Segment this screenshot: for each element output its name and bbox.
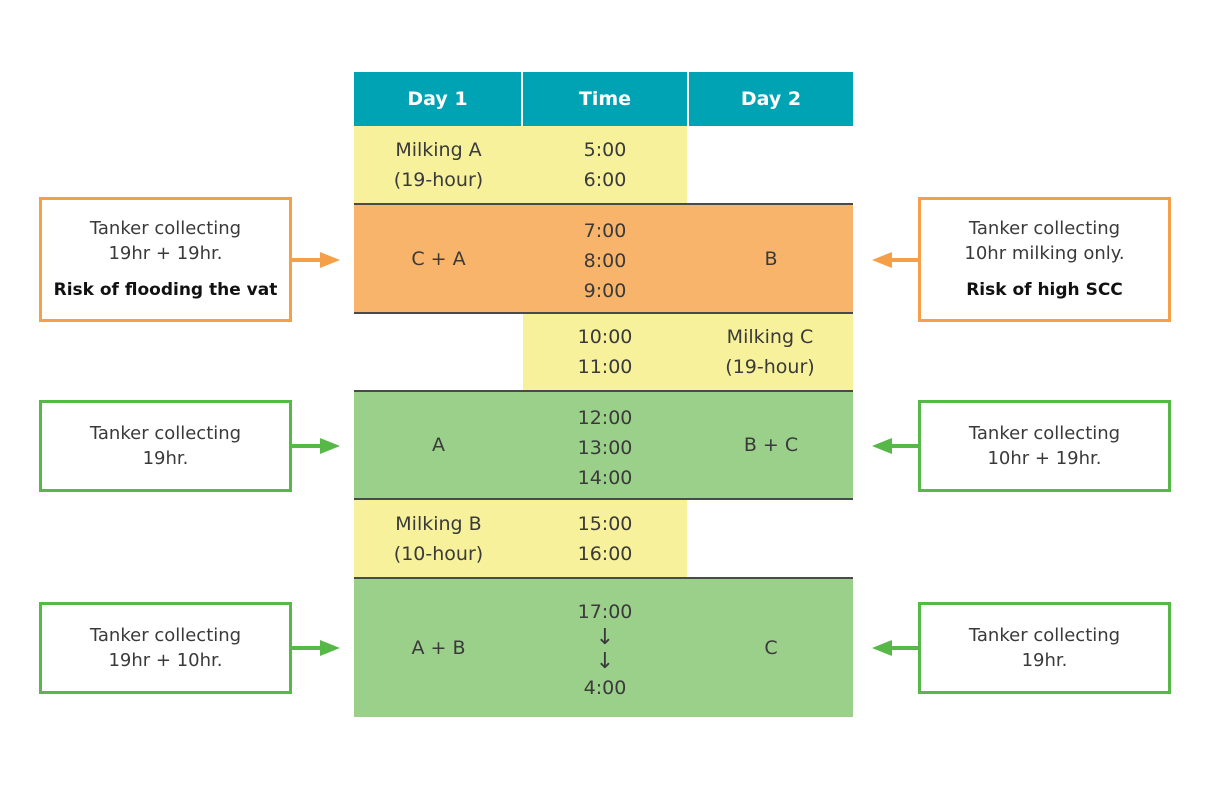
- callout-line: Tanker collecting: [89, 423, 242, 444]
- time-label: 15:00: [577, 512, 633, 535]
- header-day1: Day 1: [354, 72, 521, 126]
- callout-line: 19hr + 10hr.: [108, 650, 223, 671]
- time-cell-12-14: 12:00 13:00 14:00: [523, 402, 687, 493]
- row-divider: [354, 312, 853, 314]
- time-label: 10:00: [577, 326, 633, 348]
- right-arrow-icon: [292, 252, 340, 268]
- milking-a-cell: Milking A (19-hour): [354, 126, 523, 204]
- left-arrow-icon: [872, 438, 920, 454]
- callout-right-orange: Tanker collecting 10hr milking only. Ris…: [918, 197, 1171, 322]
- collection-label: A: [432, 434, 445, 456]
- callout-right-green-2: Tanker collecting 19hr.: [918, 602, 1171, 694]
- day1-collection-a-b: A + B: [354, 579, 523, 717]
- callout-line: Tanker collecting: [89, 218, 242, 239]
- time-label: 8:00: [583, 249, 627, 272]
- milking-b-duration: (10-hour): [393, 542, 484, 565]
- left-arrow-icon: [872, 252, 920, 268]
- right-arrow-icon: [292, 640, 340, 656]
- callout-right-green-1: Tanker collecting 10hr + 19hr.: [918, 400, 1171, 492]
- header-time: Time: [523, 72, 687, 126]
- callout-left-green-2: Tanker collecting 19hr + 10hr.: [39, 602, 292, 694]
- callout-line: 19hr.: [142, 448, 189, 469]
- row-divider: [354, 498, 853, 500]
- row-divider: [354, 203, 853, 205]
- risk-warning: Risk of flooding the vat: [53, 280, 278, 300]
- risk-warning: Risk of high SCC: [966, 280, 1123, 300]
- time-cell-5-6: 5:00 6:00: [523, 126, 687, 204]
- callout-line: 19hr + 19hr.: [108, 243, 223, 264]
- time-cell-10-11: 10:00 11:00: [523, 314, 687, 390]
- time-label: 17:00: [577, 600, 633, 623]
- callout-line: Tanker collecting: [968, 625, 1121, 646]
- collection-label: B + C: [743, 434, 799, 456]
- collection-label: C + A: [411, 247, 466, 270]
- milking-c-label: Milking C: [726, 326, 814, 348]
- milking-a-duration: (19-hour): [393, 169, 484, 191]
- time-label: 9:00: [583, 279, 627, 302]
- collection-row-green-1: [354, 392, 853, 498]
- collection-label: C: [764, 637, 778, 659]
- callout-line: Tanker collecting: [968, 423, 1121, 444]
- time-label: 4:00: [583, 676, 627, 699]
- time-label: 12:00: [577, 406, 633, 429]
- callout-line: Tanker collecting: [968, 218, 1121, 239]
- milking-b-label: Milking B: [395, 512, 482, 535]
- callout-left-orange: Tanker collecting 19hr + 19hr. Risk of f…: [39, 197, 292, 322]
- time-label: 5:00: [583, 139, 627, 161]
- day2-collection-b-c: B + C: [689, 392, 853, 498]
- left-arrow-icon: [872, 640, 920, 656]
- callout-line: 19hr.: [1021, 650, 1068, 671]
- day2-collection-b: B: [689, 205, 853, 312]
- day1-collection-c-a: C + A: [354, 205, 523, 312]
- row-divider: [354, 577, 853, 579]
- time-cell-15-16: 15:00 16:00: [523, 500, 687, 577]
- down-arrow-icon: ↓: [595, 624, 615, 650]
- milking-b-cell: Milking B (10-hour): [354, 500, 523, 577]
- down-arrow-icon: ↓: [595, 648, 615, 674]
- milking-c-duration: (19-hour): [725, 356, 815, 378]
- milking-c-cell: Milking C (19-hour): [687, 314, 853, 390]
- callout-line: 10hr milking only.: [964, 243, 1125, 264]
- time-label: 13:00: [577, 436, 633, 459]
- time-label: 7:00: [583, 219, 627, 242]
- row-divider: [354, 390, 853, 392]
- time-cell-17-4: 17:00 ↓ ↓ 4:00: [523, 589, 687, 710]
- time-label: 14:00: [577, 466, 633, 489]
- header-day2: Day 2: [689, 72, 853, 126]
- callout-line: Tanker collecting: [89, 625, 242, 646]
- time-label: 11:00: [577, 356, 633, 378]
- time-label: 6:00: [583, 169, 627, 191]
- time-label: 16:00: [577, 542, 633, 565]
- collection-row-orange: [354, 205, 853, 312]
- callout-line: 10hr + 19hr.: [987, 448, 1102, 469]
- collection-label: B: [764, 247, 778, 270]
- day1-collection-a: A: [354, 392, 523, 498]
- collection-row-green-2: [354, 579, 853, 717]
- milking-a-label: Milking A: [395, 139, 482, 161]
- collection-label: A + B: [411, 637, 466, 659]
- right-arrow-icon: [292, 438, 340, 454]
- day2-collection-c: C: [689, 579, 853, 717]
- callout-left-green-1: Tanker collecting 19hr.: [39, 400, 292, 492]
- time-cell-7-9: 7:00 8:00 9:00: [523, 215, 687, 306]
